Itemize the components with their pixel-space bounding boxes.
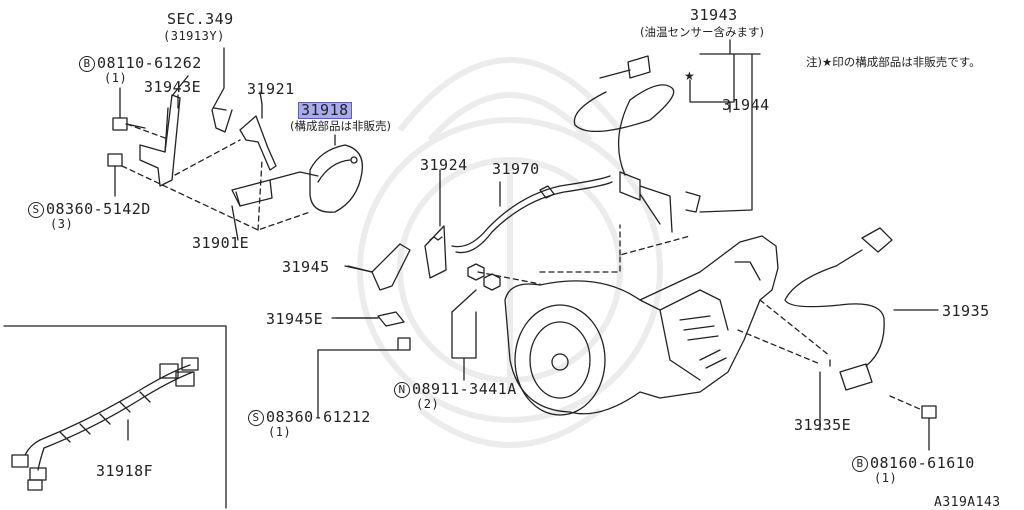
transmission-reference-dashes (477, 224, 831, 365)
label-31943E: 31943E (144, 78, 202, 96)
label-31935: 31935 (942, 302, 990, 320)
detent-plate-31924 (424, 225, 447, 279)
cable-31970 (451, 175, 613, 254)
prefix-s-circle: S (28, 202, 44, 218)
nut-08911-number: 08911-3441A (412, 380, 517, 398)
screw-08360-61212 (317, 337, 411, 419)
speed-sensor-31935 (784, 227, 939, 391)
label-sec349-sub: (31913Y) (163, 29, 225, 43)
screw-08360-5142D-number: 08360-5142D (46, 200, 151, 218)
harness-31918F (11, 357, 199, 491)
label-screw-08360-5142D-qty: (3) (50, 217, 74, 231)
label-31918-highlighted[interactable]: 31918 (298, 102, 352, 119)
label-bolt-08110-qty: (1) (104, 71, 128, 85)
label-31944: 31944 (722, 96, 770, 114)
leader-lines (171, 75, 821, 431)
bracket-31943E (139, 94, 181, 187)
label-31918F: 31918F (96, 462, 154, 480)
label-31921: 31921 (247, 80, 295, 98)
label-sec349: SEC.349 (167, 10, 234, 28)
prefix-n-circle: N (394, 382, 410, 398)
label-31901E: 31901E (192, 234, 250, 252)
label-bolt-08160-qty: (1) (874, 471, 898, 485)
prefix-s-circle: S (248, 410, 264, 426)
label-31945: 31945 (282, 258, 330, 276)
label-nut-08911-qty: (2) (416, 397, 440, 411)
star-marker: ★ (684, 69, 696, 83)
label-31924: 31924 (420, 156, 468, 174)
label-31935E: 31935E (794, 416, 852, 434)
screw-08360-5142D (107, 153, 123, 197)
label-note: 注)★印の構成部品は非販売です。 (806, 55, 981, 69)
screw-08360-61212-number: 08360-61212 (266, 408, 371, 426)
bolt-08160 (889, 395, 937, 451)
bolt-08110-number: 08110-61262 (97, 54, 202, 72)
rod-31921 (239, 103, 277, 171)
label-31918-note: (構成部品は非販売) (290, 119, 391, 133)
inset-frame (3, 325, 227, 509)
prefix-b-circle: B (79, 56, 95, 72)
prefix-b-circle: B (852, 456, 868, 472)
label-31943-note: (油温センサー含みます) (640, 25, 764, 39)
label-screw-08360-61212-qty: (1) (268, 425, 292, 439)
bracket-31945E (335, 311, 405, 327)
label-31970: 31970 (492, 160, 540, 178)
switch-31918 (231, 134, 364, 213)
bolt-08110 (112, 87, 146, 131)
bolt-08160-number: 08160-61610 (870, 454, 975, 472)
nuts-08911 (451, 263, 501, 381)
reference-dashes-left (121, 123, 311, 231)
label-diagram-id: A319A143 (934, 495, 1001, 510)
bracket-31945 (344, 243, 411, 291)
label-31945E: 31945E (266, 310, 324, 328)
sensor-harness-31943 (573, 39, 761, 233)
transmission-assembly (504, 235, 779, 416)
watermark-emblem (357, 57, 663, 448)
sec349-part (211, 47, 233, 133)
label-31943: 31943 (690, 6, 738, 24)
